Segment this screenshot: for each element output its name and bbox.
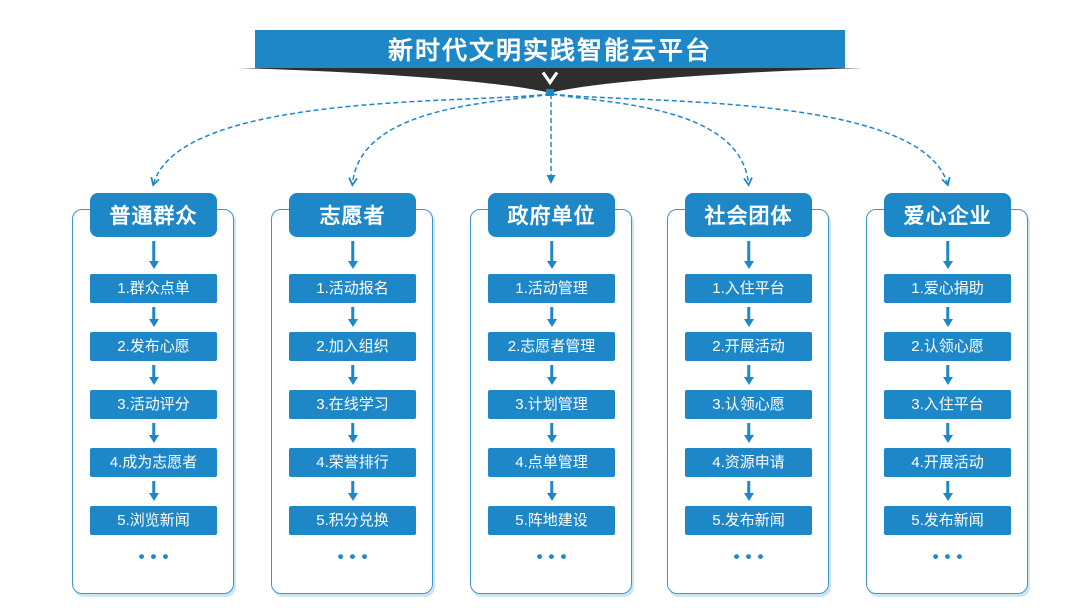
column-volunteers: 志愿者 1.活动报名 2.加入组织 3.在线学习 4.荣誉排行 5.积分兑换 •… xyxy=(271,193,434,595)
column-header: 志愿者 xyxy=(289,193,416,237)
flow-step: 1.群众点单 xyxy=(90,274,217,303)
column-ordinary-public: 普通群众 1.群众点单 2.发布心愿 3.活动评分 4.成为志愿者 5.浏览新闻… xyxy=(72,193,235,595)
flow-step: 1.入住平台 xyxy=(685,274,812,303)
down-arrow-icon xyxy=(488,237,615,274)
connector-to-column-2 xyxy=(348,93,551,187)
column-social-groups: 社会团体 1.入住平台 2.开展活动 3.认领心愿 4.资源申请 5.发布新闻 … xyxy=(667,193,830,595)
ellipsis-more: ••• xyxy=(337,547,374,566)
flow-step: 2.开展活动 xyxy=(685,332,812,361)
down-arrow-icon xyxy=(90,237,217,274)
column-government-units: 政府单位 1.活动管理 2.志愿者管理 3.计划管理 4.点单管理 5.阵地建设… xyxy=(470,193,633,595)
flow-step: 2.认领心愿 xyxy=(884,332,1011,361)
ellipsis-more: ••• xyxy=(733,547,770,566)
flow-step: 3.计划管理 xyxy=(488,390,615,419)
flow-step: 4.点单管理 xyxy=(488,448,615,477)
down-arrow-icon xyxy=(289,361,416,390)
column-flow: 1.爱心捐助 2.认领心愿 3.入住平台 4.开展活动 5.发布新闻 ••• xyxy=(884,237,1011,567)
down-arrow-icon xyxy=(884,419,1011,448)
down-arrow-icon xyxy=(884,237,1011,274)
down-arrow-icon xyxy=(685,361,812,390)
down-arrow-icon xyxy=(289,419,416,448)
column-header: 普通群众 xyxy=(90,193,217,237)
flow-step: 5.发布新闻 xyxy=(685,506,812,535)
flow-step: 2.志愿者管理 xyxy=(488,332,615,361)
flow-step: 4.开展活动 xyxy=(884,448,1011,477)
down-arrow-icon xyxy=(685,419,812,448)
down-arrow-icon xyxy=(90,361,217,390)
flow-step: 1.爱心捐助 xyxy=(884,274,1011,303)
flow-step: 5.阵地建设 xyxy=(488,506,615,535)
platform-title: 新时代文明实践智能云平台 xyxy=(387,37,712,65)
column-header: 政府单位 xyxy=(488,193,615,237)
ellipsis-more: ••• xyxy=(932,547,969,566)
connector-to-column-4 xyxy=(551,93,753,187)
flow-step: 5.浏览新闻 xyxy=(90,506,217,535)
down-arrow-icon xyxy=(289,477,416,506)
down-arrow-icon xyxy=(488,361,615,390)
flow-step: 1.活动报名 xyxy=(289,274,416,303)
flow-step: 3.入住平台 xyxy=(884,390,1011,419)
flow-step: 1.活动管理 xyxy=(488,274,615,303)
down-arrow-icon xyxy=(488,303,615,332)
down-arrow-icon xyxy=(884,477,1011,506)
flow-step: 4.资源申请 xyxy=(685,448,812,477)
column-flow: 1.活动管理 2.志愿者管理 3.计划管理 4.点单管理 5.阵地建设 ••• xyxy=(488,237,615,567)
down-arrow-icon xyxy=(90,303,217,332)
flow-step: 3.在线学习 xyxy=(289,390,416,419)
column-caring-enterprises: 爱心企业 1.爱心捐助 2.认领心愿 3.入住平台 4.开展活动 5.发布新闻 … xyxy=(866,193,1029,595)
flow-step: 3.认领心愿 xyxy=(685,390,812,419)
ellipsis-more: ••• xyxy=(138,547,175,566)
flow-step: 2.加入组织 xyxy=(289,332,416,361)
flow-step: 5.积分兑换 xyxy=(289,506,416,535)
down-arrow-icon xyxy=(289,237,416,274)
down-chevron-icon xyxy=(541,71,559,86)
connector-to-column-5 xyxy=(551,93,951,187)
ellipsis-more: ••• xyxy=(536,547,573,566)
down-arrow-icon xyxy=(90,419,217,448)
down-arrow-icon xyxy=(90,477,217,506)
down-arrow-icon xyxy=(488,477,615,506)
connector-to-column-1 xyxy=(150,93,551,187)
down-arrow-icon xyxy=(884,303,1011,332)
column-header: 社会团体 xyxy=(685,193,812,237)
column-header: 爱心企业 xyxy=(884,193,1011,237)
flow-step: 5.发布新闻 xyxy=(884,506,1011,535)
column-flow: 1.群众点单 2.发布心愿 3.活动评分 4.成为志愿者 5.浏览新闻 ••• xyxy=(90,237,217,567)
down-arrow-icon xyxy=(685,477,812,506)
platform-title-banner: 新时代文明实践智能云平台 xyxy=(255,30,845,68)
flow-step: 4.成为志愿者 xyxy=(90,448,217,477)
down-arrow-icon xyxy=(685,303,812,332)
hub-node xyxy=(546,89,554,96)
flow-step: 4.荣誉排行 xyxy=(289,448,416,477)
column-flow: 1.入住平台 2.开展活动 3.认领心愿 4.资源申请 5.发布新闻 ••• xyxy=(685,237,812,567)
banner-ribbon-tails xyxy=(237,68,863,95)
down-arrow-icon xyxy=(488,419,615,448)
column-flow: 1.活动报名 2.加入组织 3.在线学习 4.荣誉排行 5.积分兑换 ••• xyxy=(289,237,416,567)
down-arrow-icon xyxy=(884,361,1011,390)
flow-step: 3.活动评分 xyxy=(90,390,217,419)
flow-step: 2.发布心愿 xyxy=(90,332,217,361)
down-arrow-icon xyxy=(685,237,812,274)
down-arrow-icon xyxy=(289,303,416,332)
